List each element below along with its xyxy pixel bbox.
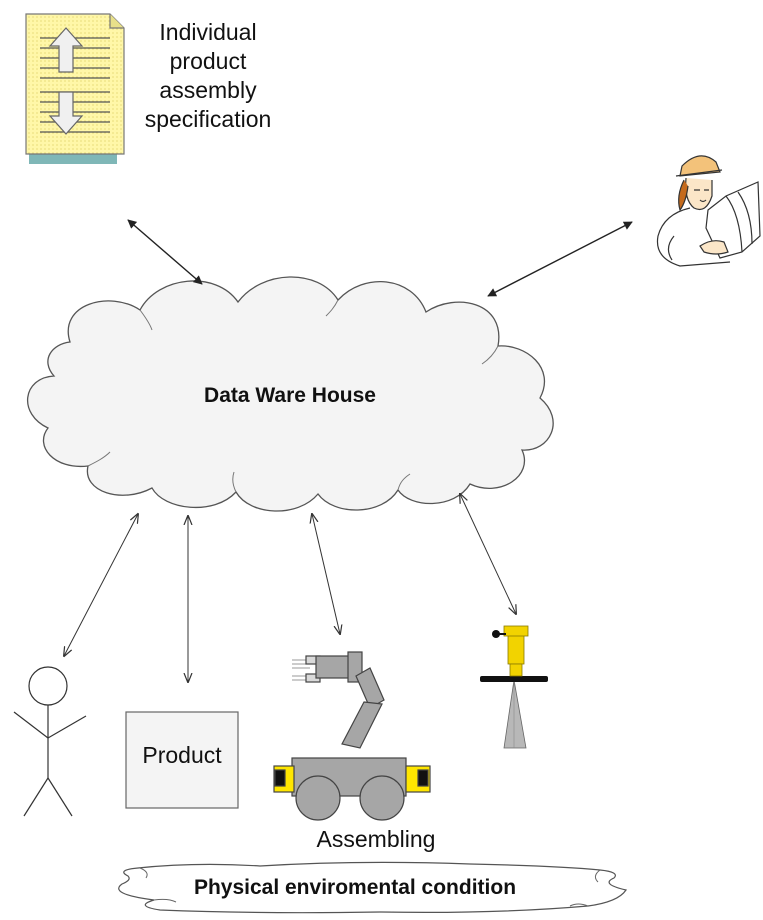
product-label: Product xyxy=(142,742,222,768)
arrow-spec-warehouse xyxy=(127,219,203,285)
product-box xyxy=(125,711,239,809)
environment-label: Physical enviromental condition xyxy=(193,876,517,899)
robot-arm-vehicle-icon xyxy=(273,651,431,821)
arrow-sensor-warehouse xyxy=(460,494,516,614)
specification-label: Individual product assembly specificatio… xyxy=(128,18,288,134)
environment-cloud-banner xyxy=(118,861,627,914)
data-warehouse-cloud xyxy=(26,276,554,512)
arrow-human-warehouse xyxy=(64,514,138,656)
arrow-engineer-warehouse xyxy=(487,221,633,297)
specification-label-line: product xyxy=(169,48,247,74)
stick-figure-icon xyxy=(13,666,87,817)
engineer-with-blueprint-icon xyxy=(656,155,761,267)
specification-label-line: specification xyxy=(144,106,272,132)
specification-label-line: Individual xyxy=(159,19,257,45)
document-up-down-arrows-icon xyxy=(25,13,125,164)
arrow-robot-warehouse xyxy=(312,514,340,634)
assembling-label: Assembling xyxy=(316,826,436,852)
data-warehouse-label: Data Ware House xyxy=(204,384,376,407)
specification-label-line: assembly xyxy=(159,77,257,103)
sensor-tripod-icon xyxy=(480,625,548,749)
